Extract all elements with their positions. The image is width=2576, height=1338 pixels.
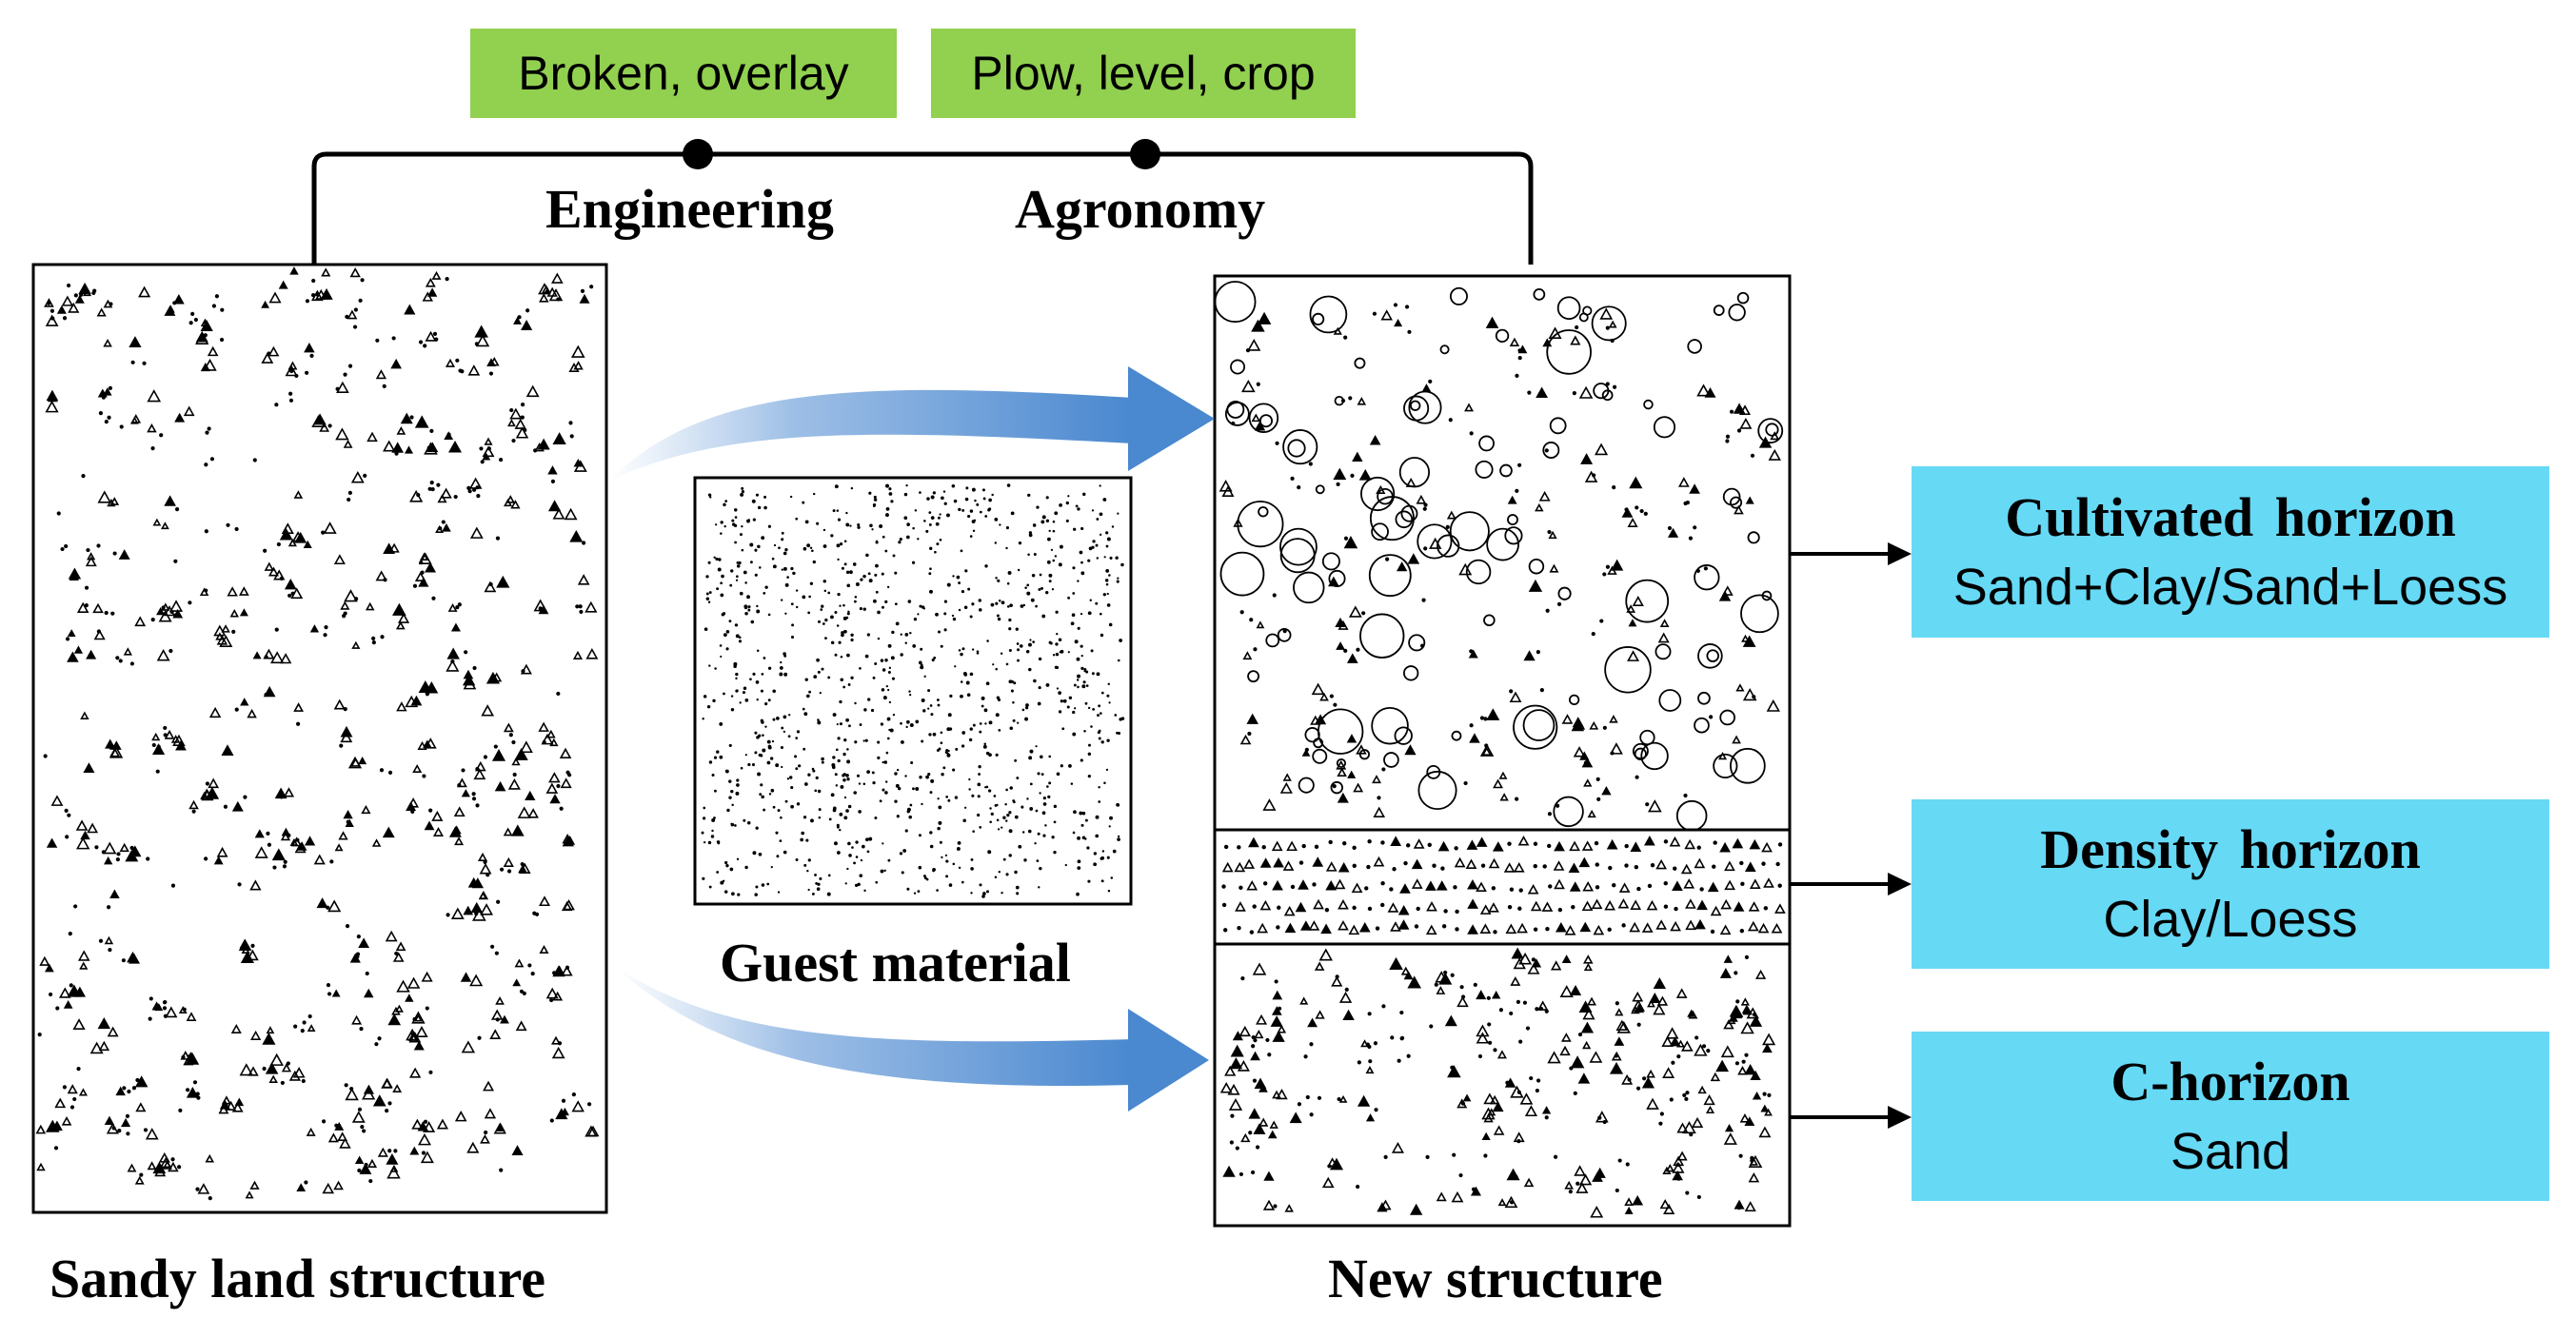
cultivated-pointer-arrow bbox=[1790, 542, 1912, 565]
density-horizon-subtitle: Clay/Loess bbox=[2103, 891, 2358, 948]
density-pointer-arrow bbox=[1790, 873, 1912, 895]
density-horizon-title: Density horizon bbox=[2040, 818, 2421, 880]
agronomy-label: Agronomy bbox=[1015, 178, 1266, 240]
cultivated-horizon-subtitle: Sand+Clay/Sand+Loess bbox=[1952, 559, 2508, 616]
new-structure-panel bbox=[1213, 274, 1792, 1228]
sandy-land-caption: Sandy land structure bbox=[50, 1248, 546, 1309]
upper-transfer-arrow bbox=[609, 366, 1215, 481]
engineering-node bbox=[683, 139, 713, 169]
lower-transfer-arrow bbox=[614, 966, 1209, 1112]
engineering-label: Engineering bbox=[545, 178, 834, 240]
sandy-land-panel bbox=[31, 263, 608, 1214]
new-structure-caption: New structure bbox=[1328, 1248, 1663, 1309]
guest-material-texture bbox=[701, 483, 1125, 898]
sandy-land-texture bbox=[35, 266, 600, 1201]
engineering-tag: Broken, overlay bbox=[470, 29, 897, 118]
process-bracket bbox=[311, 151, 1534, 265]
c-horizon-subtitle: Sand bbox=[2170, 1123, 2291, 1180]
density-horizon-box: Density horizon Clay/Loess bbox=[1912, 799, 2549, 969]
c-layer-texture bbox=[1219, 947, 1776, 1218]
agronomy-tag: Plow, level, crop bbox=[931, 29, 1356, 118]
guest-material-panel bbox=[693, 476, 1133, 906]
c-horizon-title: C-horizon bbox=[2110, 1051, 2350, 1112]
cultivated-horizon-title: Cultivated horizon bbox=[2005, 486, 2456, 548]
density-layer-texture bbox=[1221, 835, 1786, 935]
cultivated-layer-texture bbox=[1214, 281, 1784, 832]
c-horizon-pointer-arrow bbox=[1790, 1106, 1912, 1129]
c-horizon-box: C-horizon Sand bbox=[1912, 1032, 2549, 1201]
cultivated-horizon-box: Cultivated horizon Sand+Clay/Sand+Loess bbox=[1912, 466, 2549, 638]
agronomy-node bbox=[1130, 139, 1160, 169]
guest-material-caption: Guest material bbox=[720, 932, 1071, 994]
